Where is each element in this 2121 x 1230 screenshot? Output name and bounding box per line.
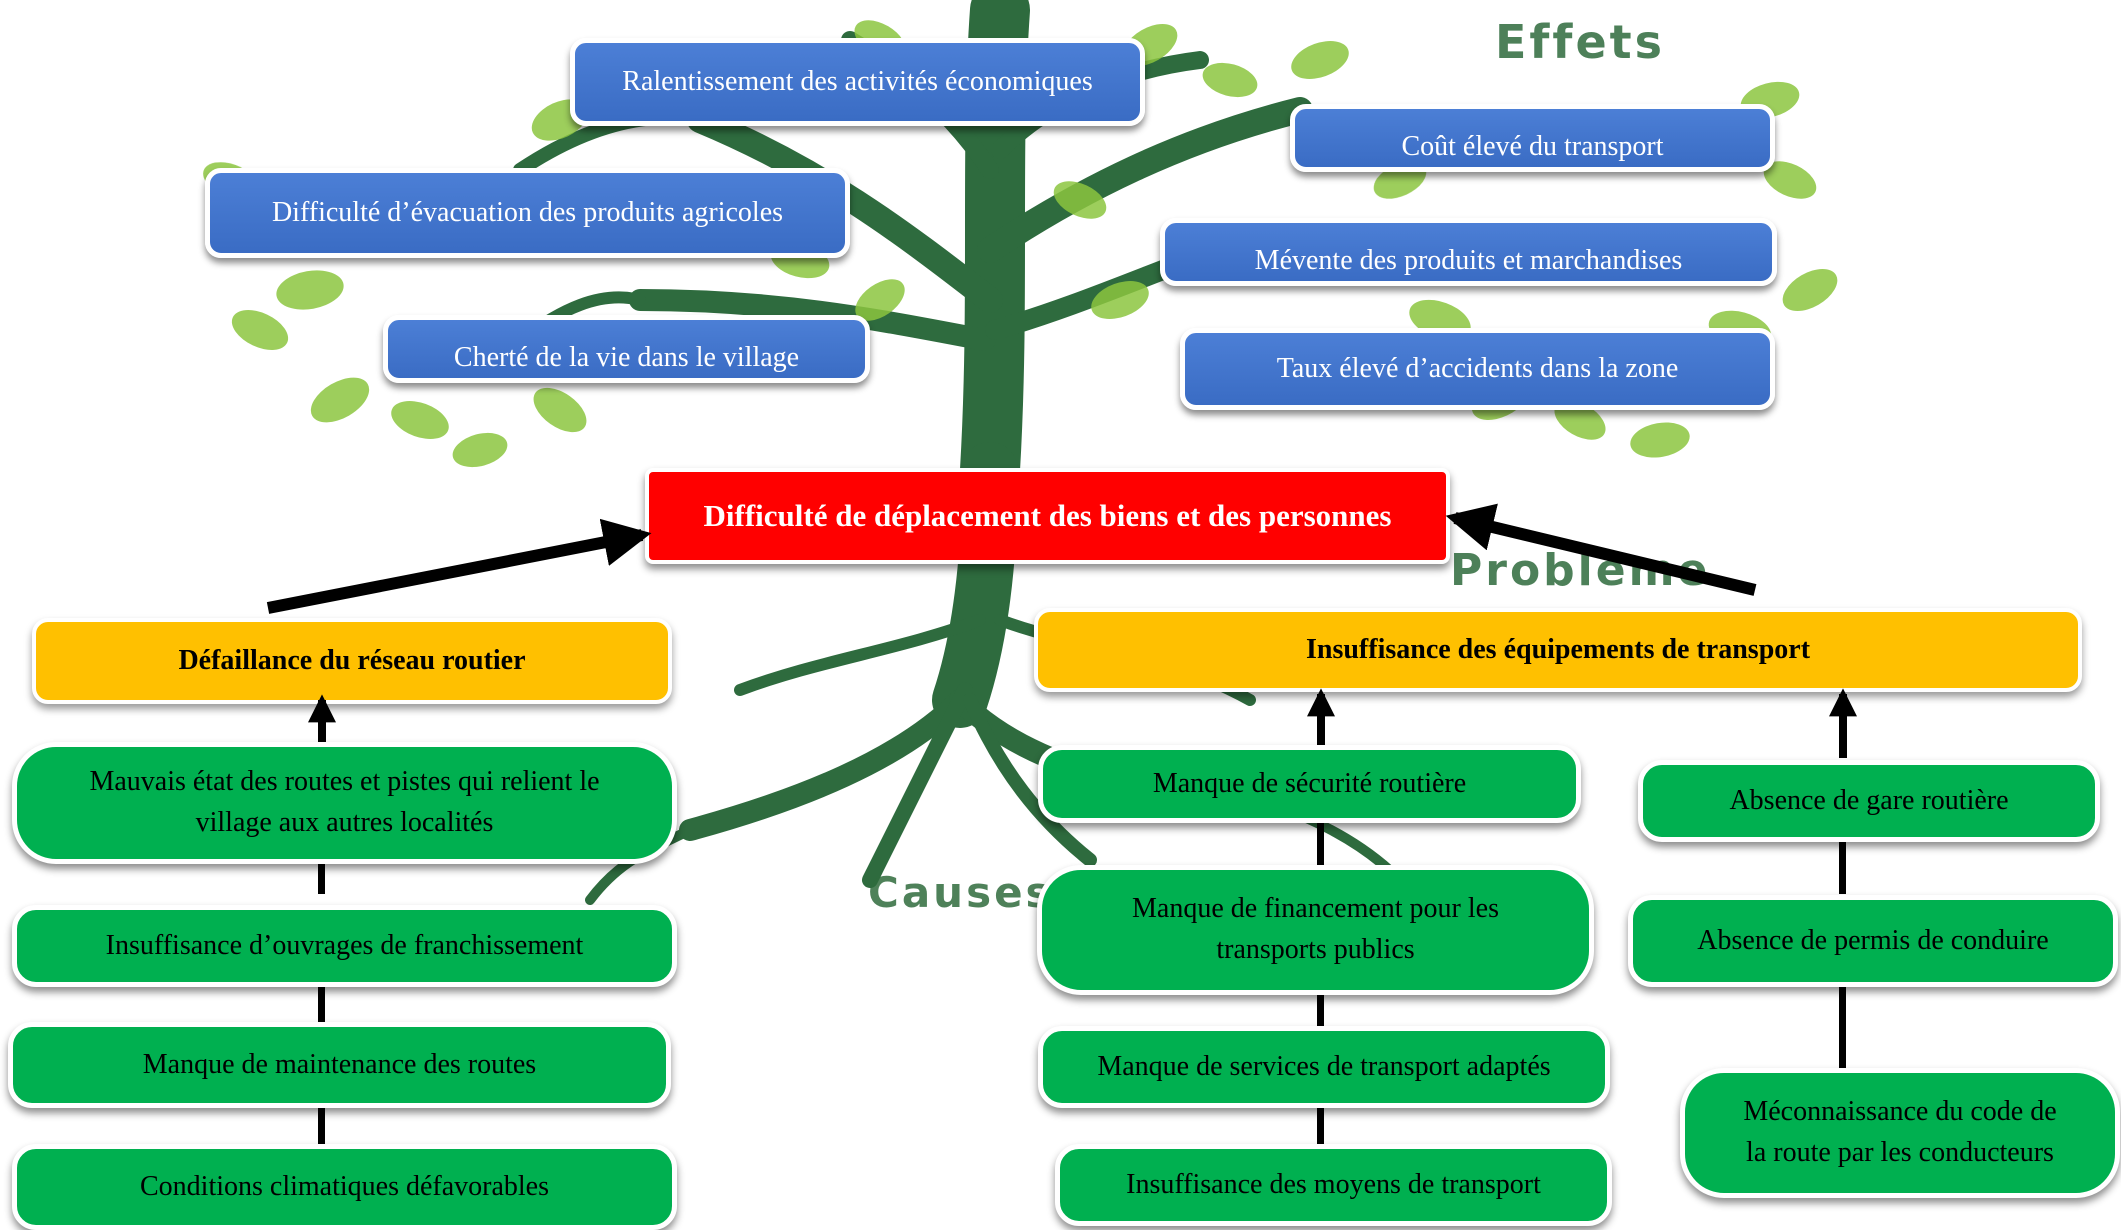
central-problem-box: Difficulté de déplacement des biens et d… [645, 468, 1450, 564]
cause-box: Absence de gare routière [1638, 760, 2100, 842]
connector-line [1317, 995, 1324, 1027]
cause-box: Manque de maintenance des routes [8, 1022, 671, 1108]
cause-box: Mauvais état des routes et pistes qui re… [12, 742, 677, 864]
cause-box: Manque de financement pour les transport… [1037, 865, 1594, 995]
effect-box: Cherté de la vie dans le village [383, 315, 870, 383]
arrow-left-to-problem [266, 518, 652, 614]
connector-line [1839, 842, 1846, 894]
effect-box: Mévente des produits et marchandises [1160, 218, 1777, 286]
causes-label: Causes [868, 868, 1054, 917]
arrow-right-to-problem [1445, 503, 1757, 596]
cause-box: Conditions climatiques défavorables [12, 1144, 677, 1230]
category-left-box: Défaillance du réseau routier [32, 618, 672, 704]
category-right-box: Insuffisance des équipements de transpor… [1034, 608, 2082, 692]
connector-line [318, 1108, 325, 1144]
connector-line [1317, 823, 1324, 865]
cause-box: Méconnaissance du code de la route par l… [1680, 1068, 2120, 1198]
effects-label: Effets [1495, 15, 1666, 69]
connector-line [318, 987, 325, 1022]
connector-line [1839, 987, 1846, 1069]
connector-line [318, 864, 325, 894]
connector-line [1317, 1108, 1324, 1144]
cause-box: Insuffisance des moyens de transport [1055, 1144, 1612, 1226]
cause-box: Insuffisance d’ouvrages de franchissemen… [12, 905, 677, 987]
effect-box: Ralentissement des activités économiques [570, 38, 1145, 126]
cause-box: Manque de sécurité routière [1038, 745, 1581, 823]
cause-box: Absence de permis de conduire [1628, 895, 2118, 987]
effect-box: Taux élevé d’accidents dans la zone [1180, 328, 1775, 410]
effect-box: Difficulté d’évacuation des produits agr… [205, 168, 850, 258]
effect-box: Coût élevé du transport [1290, 104, 1775, 172]
cause-box: Manque de services de transport adaptés [1038, 1026, 1610, 1108]
